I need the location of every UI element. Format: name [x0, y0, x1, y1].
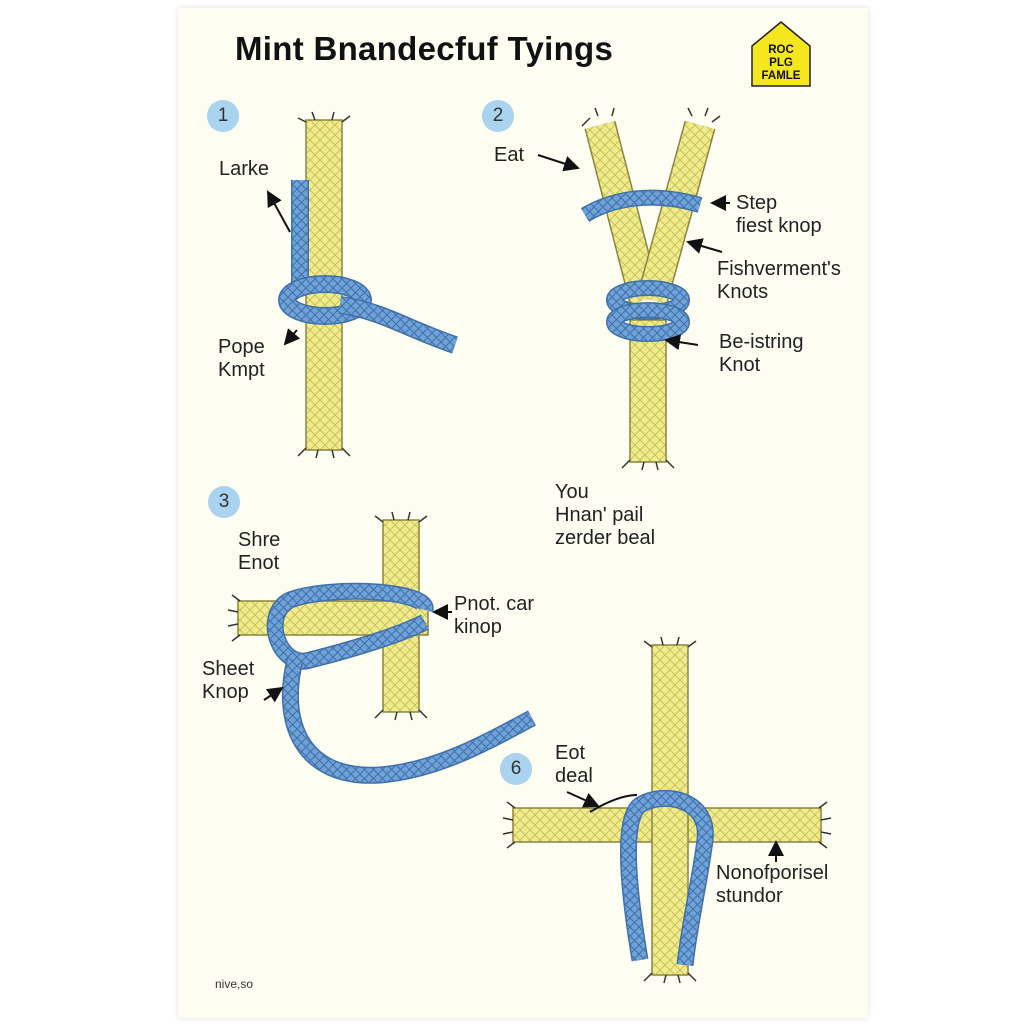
step1-knot [267, 111, 458, 459]
step3-label: Shre Enot [238, 529, 281, 574]
step1-label: Pope Kmpt [218, 336, 265, 381]
step2-label: Fishverment's Knots [717, 258, 841, 303]
step-number: 6 [500, 753, 532, 785]
step1-label: Larke [219, 158, 270, 180]
step3-knot [227, 511, 536, 784]
badge-shape [751, 21, 811, 87]
badge-label: ROC PLG FAMLE [761, 44, 801, 82]
step-number: 2 [482, 100, 514, 132]
step2-label: Eat [494, 144, 525, 166]
step2-label: Step fiest knop [736, 192, 822, 237]
instruction-card [178, 8, 868, 1018]
step2-label: Be-istring Knot [719, 331, 804, 376]
step6-label: Eot deal [555, 742, 593, 787]
step3-label: Sheet Knop [202, 658, 255, 703]
step2-knot [537, 107, 730, 471]
card-title: Mint Bnandecfuf Tyings [235, 30, 614, 67]
footer-note: nive,so [215, 977, 254, 991]
step6-knot [502, 636, 832, 984]
step-number: 1 [207, 100, 239, 132]
step3-label: Pnot. car kinop [454, 593, 535, 638]
step6-label: Nonofporisel stundor [716, 862, 829, 907]
step-number: 3 [208, 486, 240, 518]
center-note: You Hnan' pail zerder beal [555, 481, 656, 549]
